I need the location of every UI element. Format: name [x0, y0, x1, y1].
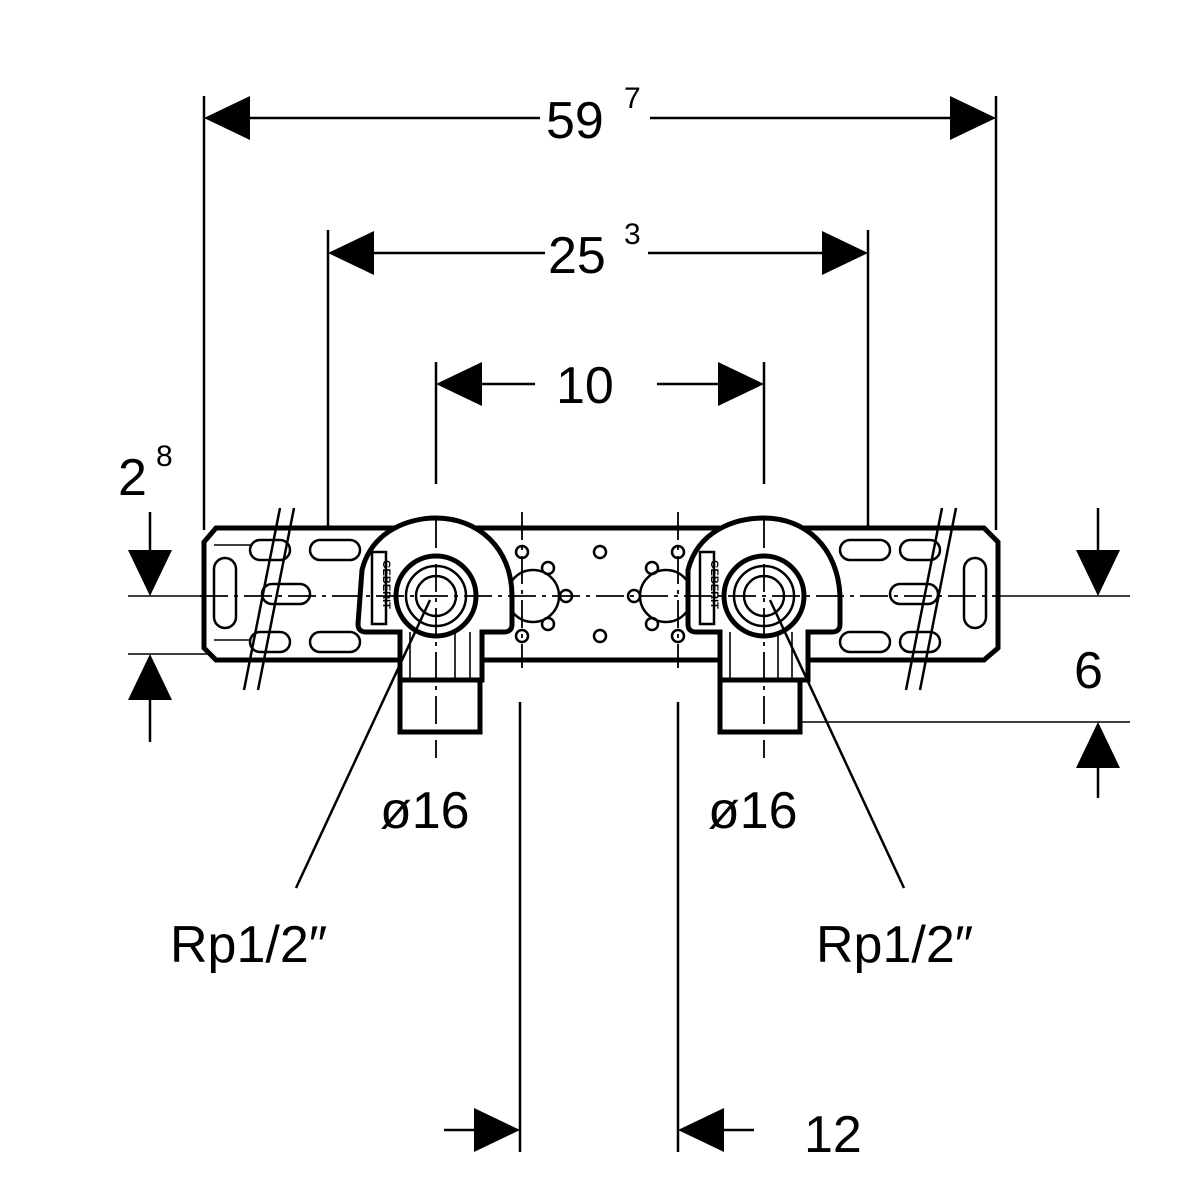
break-lines	[242, 507, 958, 691]
dim-bottom-main: 12	[804, 1106, 862, 1164]
thread-size-left: Rp1/2″	[170, 916, 327, 974]
arrow-left	[436, 362, 482, 406]
dim-right-main: 6	[1074, 642, 1103, 700]
dimension-bottom-spacing: 12	[444, 702, 862, 1164]
mounting-plate	[201, 525, 1001, 663]
dim-left-sup: 8	[156, 440, 173, 473]
dimension-right-offset: 6	[800, 508, 1130, 798]
arrow-down	[128, 550, 172, 596]
dimension-mounting-width: 25 3	[326, 218, 870, 530]
arrow-down	[1076, 550, 1120, 596]
arrow-right	[950, 96, 996, 140]
dim-overall-main: 59	[546, 92, 604, 150]
arrow-up	[128, 654, 172, 700]
leader-lines	[294, 599, 906, 889]
arrow-right	[474, 1108, 520, 1152]
arrow-right	[718, 362, 764, 406]
arrow-up	[1076, 722, 1120, 768]
pipe-diameter-left: ø16	[380, 782, 470, 840]
arrow-right	[822, 231, 868, 275]
brand-logo-left: GEBERIT	[380, 560, 392, 609]
center-lines	[200, 512, 1000, 758]
dim-mounting-main: 25	[548, 227, 606, 285]
arrow-left	[678, 1108, 724, 1152]
brand-logo-right: GEBERIT	[708, 560, 720, 609]
arrow-left	[328, 231, 374, 275]
dim-spacing-main: 10	[556, 357, 614, 415]
pipe-diameter-right: ø16	[708, 782, 798, 840]
thread-size-right: Rp1/2″	[816, 916, 973, 974]
dimension-overall-width: 59 7	[202, 82, 998, 530]
dim-mounting-sup: 3	[624, 218, 641, 251]
dim-overall-sup: 7	[624, 82, 641, 115]
dim-left-main: 2	[118, 449, 147, 507]
outlet-fitting-left: GEBERIT	[355, 515, 515, 735]
arrow-left	[204, 96, 250, 140]
dimension-outlet-spacing: 10	[434, 357, 766, 484]
